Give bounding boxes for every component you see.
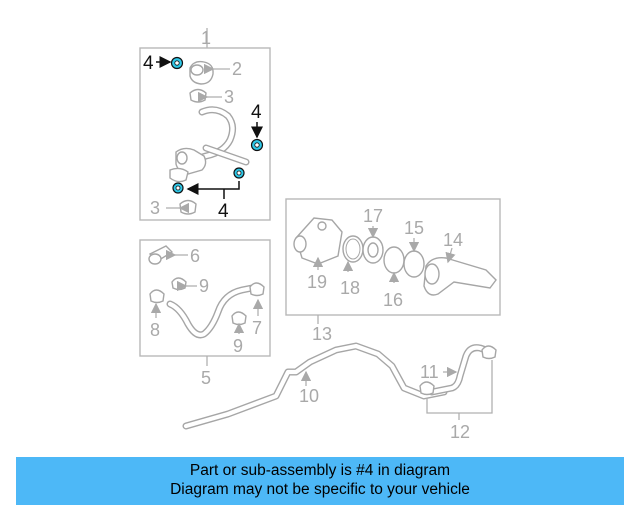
part-16-gasket: 16	[383, 246, 405, 310]
callout-1: 1	[201, 28, 211, 48]
callout-18: 18	[340, 278, 360, 298]
callout-12: 12	[450, 422, 470, 442]
callout-15: 15	[404, 218, 424, 238]
part-18-gasket: 18	[340, 235, 364, 298]
group-5-box: 5	[139, 239, 271, 388]
part-3-upper: 3	[189, 87, 234, 107]
part-4-clamp-top-left: 4	[143, 53, 184, 74]
part-4-clamp-bottom: 4	[172, 167, 245, 222]
part-19-housing: 19	[293, 217, 343, 292]
part-12-leads: 12	[426, 360, 493, 442]
parts-diagram: 1 2 3 4 4	[139, 28, 501, 442]
part-4-clamp-right: 4	[250, 102, 264, 152]
callout-4-bottom: 4	[218, 201, 229, 222]
callout-9-upper: 9	[199, 276, 209, 296]
group-1-box: 1	[139, 28, 271, 221]
part-9-upper: 9	[171, 276, 209, 296]
callout-13: 13	[312, 324, 332, 344]
callout-8: 8	[150, 320, 160, 340]
callout-3-upper: 3	[224, 87, 234, 107]
part-11-hose: 11	[419, 344, 497, 396]
callout-17: 17	[363, 206, 383, 226]
part-3-lower: 3	[150, 198, 197, 218]
callout-6: 6	[190, 246, 200, 266]
callout-10: 10	[299, 386, 319, 406]
banner-line-2: Diagram may not be specific to your vehi…	[170, 481, 470, 498]
part-6: 6	[148, 245, 200, 266]
info-banner: Part or sub-assembly is #4 in diagram Di…	[16, 457, 624, 505]
group-13-box: 13	[285, 198, 501, 344]
part-8-7-9-leads: 8 7 9	[150, 298, 264, 356]
callout-11: 11	[420, 362, 439, 382]
part-14-outlet: 14	[423, 230, 497, 296]
part-17-thermostat: 17	[362, 206, 384, 264]
callout-3-lower: 3	[150, 198, 160, 218]
callout-4-top-left: 4	[143, 53, 154, 74]
hose-assembly	[169, 106, 250, 183]
callout-9-lower: 9	[233, 336, 243, 356]
callout-4-right: 4	[251, 102, 262, 123]
callout-5: 5	[201, 368, 211, 388]
callout-19: 19	[307, 272, 327, 292]
part-15-oring: 15	[403, 218, 425, 278]
part-10-pipe: 10	[182, 342, 448, 430]
part-2: 2	[189, 59, 242, 85]
banner-line-1: Part or sub-assembly is #4 in diagram	[189, 462, 451, 479]
callout-2: 2	[232, 59, 242, 79]
callout-16: 16	[383, 290, 403, 310]
callout-14: 14	[443, 230, 463, 250]
lower-hose	[149, 282, 265, 339]
callout-7: 7	[252, 318, 262, 338]
